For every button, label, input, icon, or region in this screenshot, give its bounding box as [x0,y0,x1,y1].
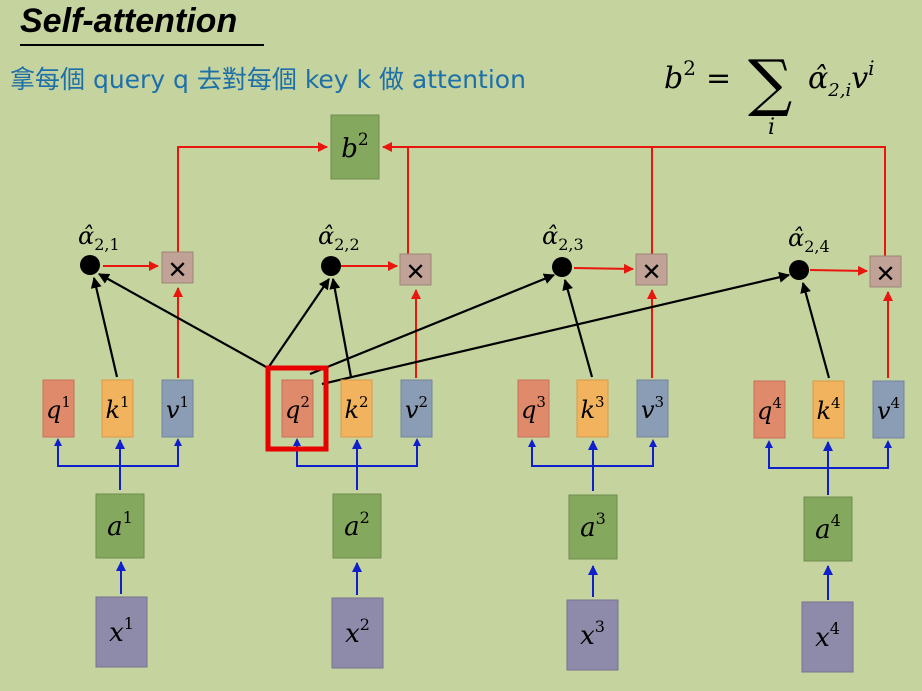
input-box-3 [566,599,619,671]
query-label-4: q4 [757,394,782,425]
multiply-box-2 [399,253,432,286]
value-box-2 [400,379,433,438]
output-b2-box [330,114,380,180]
multiply-box-3 [635,253,668,286]
blue-input-arrows [54,438,892,600]
input-label-2: x2 [345,615,370,649]
output-b2-label: b2 [341,130,368,164]
embedding-label-3: a3 [580,509,606,543]
embedding-box-4 [803,496,853,562]
token-group-4: q4 k4 v4 a4 x4 [753,380,905,673]
query-label-1: q1 [46,393,71,424]
value-label-3: v3 [641,393,664,424]
input-label-1: x1 [109,614,134,648]
svg-text:✕: ✕ [167,256,187,284]
summation-symbol: ∑ [748,46,792,119]
token-group-3: q3 k3 v3 a3 x3 [517,379,669,671]
slide-subtitle: 拿每個 query q 去對每個 key k 做 attention [10,65,526,94]
token-group-2: q2 k2 v2 a2 x2 [265,365,433,669]
value-box-1 [161,379,194,438]
embedding-label-4: a4 [815,511,841,545]
query-highlight-box [265,365,329,452]
input-box-1 [95,596,148,668]
attention-scores: α̂2,1 α̂2,2 α̂2,3 α̂2,4 [78,222,830,280]
input-label-3: x3 [580,617,605,651]
svg-text:✕: ✕ [641,258,661,286]
svg-text:α̂2,ivi: α̂2,ivi [808,56,875,101]
value-label-1: v1 [166,393,189,424]
embedding-label-1: a1 [107,508,133,542]
value-box-4 [872,380,905,439]
multiply-boxes: ✕ ✕ ✕ ✕ [161,251,902,288]
output-red-arrows [103,142,893,378]
svg-text:✕: ✕ [405,258,425,286]
alpha-2-1-dot [80,255,100,275]
alpha-2-3-label: α̂2,3 [542,222,584,254]
embedding-box-2 [332,493,382,559]
alpha-2-4-label: α̂2,4 [788,224,830,256]
key-box-4 [812,380,845,439]
alpha-2-4-dot [789,260,809,280]
alpha-2-2-label: α̂2,2 [318,222,360,254]
value-label-2: v2 [405,393,428,424]
query-label-2: q2 [285,393,310,424]
key-box-3 [576,379,609,438]
key-box-1 [101,379,134,438]
alpha-2-1-label: α̂2,1 [78,222,120,254]
key-label-4: k4 [816,394,840,425]
query-box-1 [42,379,75,438]
query-box-3 [517,379,550,438]
key-label-3: k3 [580,393,604,424]
query-box-2 [281,379,314,438]
input-box-2 [331,597,384,669]
embedding-label-2: a2 [344,508,370,542]
input-box-4 [801,601,854,673]
query-box-4 [753,380,786,439]
key-box-2 [340,379,373,438]
alpha-2-2-dot [321,256,341,276]
attention-sum-formula: b2= ∑ i α̂2,ivi [664,46,875,140]
alpha-2-3-dot [552,257,572,277]
input-label-4: x4 [815,619,840,653]
slide-title: Self-attention [20,2,238,40]
summation-index: i [768,115,775,140]
key-label-2: k2 [344,393,368,424]
svg-text:✕: ✕ [875,260,895,288]
value-box-3 [636,379,669,438]
attention-black-arrows [90,271,831,386]
embedding-box-3 [568,494,618,560]
multiply-box-4 [869,255,902,288]
query-label-3: q3 [521,393,546,424]
token-group-1: q1 k1 v1 a1 x1 [42,379,194,668]
embedding-box-1 [95,493,145,559]
multiply-box-1 [161,251,194,284]
key-label-1: k1 [105,393,129,424]
title-underline [20,44,264,46]
value-label-4: v4 [877,394,900,425]
svg-text:b2=: b2= [664,56,731,96]
